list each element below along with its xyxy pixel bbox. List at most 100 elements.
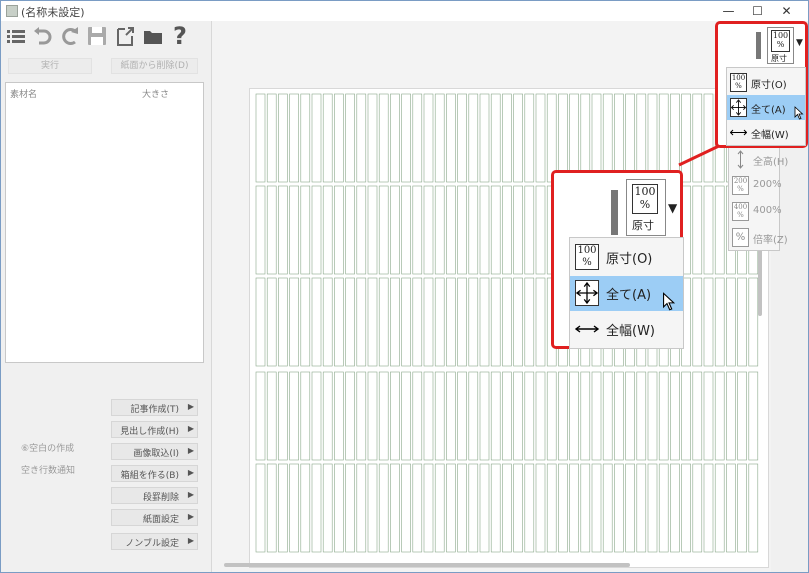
grid-column [423, 277, 434, 367]
grid-column [591, 463, 602, 553]
save-icon[interactable] [85, 23, 109, 49]
make-box-button[interactable]: 箱組を作る(B) ▶ [111, 465, 198, 482]
zoom-400-icon: 400% [732, 202, 749, 221]
grid-column [457, 93, 467, 183]
zoom-menu-item-200[interactable]: 200% 200% [732, 176, 782, 195]
create-heading-button[interactable]: 見出し作成(H) ▶ [111, 421, 198, 438]
grid-column [591, 371, 602, 461]
grid-column [513, 93, 523, 183]
zoom-menu-large: 100% 原寸(O) 全て(A) 全幅(W) [569, 237, 684, 349]
grid-column [378, 277, 389, 367]
delete-column-rule-button[interactable]: 段罫削除 ▶ [111, 487, 198, 504]
grid-column [558, 371, 568, 461]
grid-column [546, 93, 557, 183]
page-number-settings-button[interactable]: ノンブル設定 ▶ [111, 533, 198, 550]
grid-column [345, 463, 355, 553]
grid-column [535, 371, 546, 461]
grid-column [647, 371, 658, 461]
zoom-menu-item-actual-size[interactable]: 100% 原寸(O) [730, 73, 787, 92]
zoom-menu-item-actual-size[interactable]: 100% 原寸(O) [570, 240, 683, 275]
grid-column [446, 93, 456, 183]
fit-width-icon [730, 129, 747, 136]
redo-icon[interactable] [57, 23, 81, 49]
grid-column [681, 463, 691, 553]
grid-column [311, 371, 322, 461]
folder-icon[interactable] [141, 23, 165, 49]
callout-connector [678, 143, 722, 167]
grid-column [266, 185, 277, 275]
app-icon [6, 5, 18, 17]
zoom-menu-item-ratio[interactable]: % 倍率(Z) [729, 225, 788, 251]
grid-column [378, 371, 389, 461]
help-icon[interactable]: ? [173, 22, 187, 50]
chevron-right-icon: ▶ [187, 490, 194, 499]
fit-height-icon [737, 150, 744, 169]
canvas-area[interactable] [211, 21, 771, 572]
zoom-menu-item-fit-width[interactable]: 全幅(W) [727, 120, 805, 145]
grid-column [356, 277, 367, 367]
delete-from-paper-button[interactable]: 紙面から削除(D) [111, 58, 198, 74]
zoom-menu-item-fit-width[interactable]: 全幅(W) [570, 312, 683, 347]
grid-column [446, 277, 456, 367]
chevron-down-icon[interactable]: ▼ [796, 38, 803, 48]
chevron-right-icon: ▶ [187, 536, 194, 545]
zoom-dropdown-highlight-small: 100% 原寸 ▼ 100% 原寸(O) 全て(A) [715, 21, 808, 148]
grid-column [647, 93, 658, 183]
grid-column [356, 371, 367, 461]
undo-icon[interactable] [31, 23, 55, 49]
grid-column [703, 277, 714, 367]
zoom-menu-item-400[interactable]: 400% 400% [732, 202, 782, 221]
zoom-menu-item-fit-height[interactable]: 全高(H) [729, 147, 788, 173]
execute-button[interactable]: 実行 [8, 58, 92, 74]
grid-column [367, 185, 378, 275]
paper-settings-button[interactable]: 紙面設定 ▶ [111, 509, 198, 526]
minimize-button[interactable]: — [722, 4, 735, 18]
grid-column [311, 185, 322, 275]
zoom-menu-item-fit-all[interactable]: 全て(A) [570, 276, 683, 311]
create-article-button[interactable]: 記事作成(T) ▶ [111, 399, 198, 416]
horizontal-scrollbar[interactable] [224, 563, 630, 567]
splitter-bar [611, 190, 618, 235]
grid-column [457, 463, 467, 553]
col-header-name[interactable]: 素材名 [10, 90, 38, 100]
grid-column [658, 93, 669, 183]
export-icon[interactable] [113, 23, 137, 49]
list-icon[interactable] [4, 23, 28, 49]
grid-column [289, 185, 299, 275]
maximize-button[interactable]: ☐ [752, 4, 763, 18]
grid-column [502, 371, 512, 461]
grid-column [334, 185, 344, 275]
grid-column [457, 277, 467, 367]
grid-column [625, 463, 635, 553]
chevron-down-icon[interactable]: ▼ [668, 201, 678, 215]
zoom-button-large[interactable]: 100% 原寸 [626, 179, 666, 236]
material-list[interactable]: 素材名 大きさ [5, 82, 204, 363]
grid-column [625, 93, 635, 183]
grid-column [692, 93, 703, 183]
grid-column [289, 93, 299, 183]
grid-column [502, 93, 512, 183]
zoom-menu-item-fit-all[interactable]: 全て(A) [727, 95, 805, 120]
grid-column [255, 93, 266, 183]
zoom-ratio-icon: % [732, 228, 749, 247]
grid-column [580, 463, 591, 553]
close-button[interactable]: ✕ [781, 4, 792, 18]
grid-column [390, 371, 400, 461]
grid-column [378, 185, 389, 275]
col-header-size[interactable]: 大きさ [142, 90, 170, 100]
grid-column [300, 93, 311, 183]
vertical-scrollbar[interactable] [758, 221, 762, 316]
grid-column [457, 185, 467, 275]
grid-column [446, 371, 456, 461]
grid-column [468, 371, 479, 461]
zoom-button[interactable]: 100% 原寸 [767, 27, 794, 64]
grid-column [636, 371, 647, 461]
grid-column [345, 277, 355, 367]
zoom-dropdown-highlight-large: 100% 原寸 ▼ 100% 原寸(O) 全て(A) [551, 170, 684, 349]
grid-column [714, 277, 725, 367]
grid-column [490, 371, 501, 461]
grid-column [401, 371, 411, 461]
import-image-button[interactable]: 画像取込(I) ▶ [111, 443, 198, 460]
grid-column [367, 463, 378, 553]
zoom-menu: 100% 原寸(O) 全て(A) 全幅(W) [726, 67, 806, 146]
